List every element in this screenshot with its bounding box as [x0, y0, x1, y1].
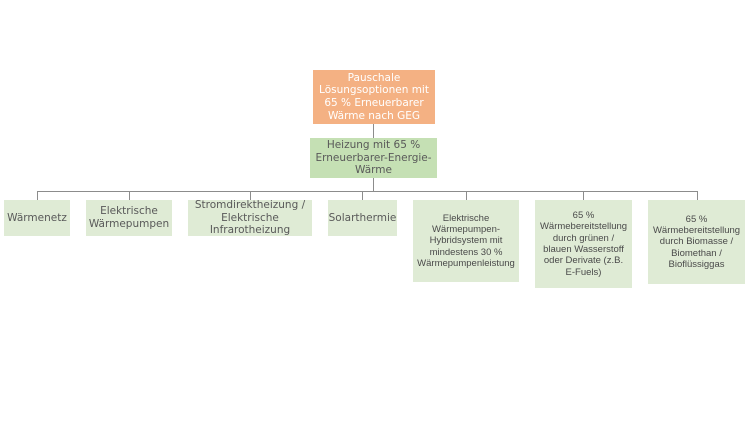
connector	[373, 178, 374, 192]
option-hybridsystem: Elektrische Wärmepumpen-Hybridsystem mit…	[413, 200, 519, 282]
option-waermenetz: Wärmenetz	[4, 200, 70, 236]
connector	[697, 191, 698, 200]
connector	[129, 191, 130, 200]
connector-bus	[37, 191, 698, 192]
connector	[583, 191, 584, 200]
option-stromdirektheizung: Stromdirektheizung / Elektrische Infraro…	[188, 199, 312, 236]
connector	[250, 191, 251, 200]
option-solarthermie: Solarthermie	[328, 200, 397, 236]
option-waermepumpen: Elektrische Wärmepumpen	[86, 200, 172, 236]
root-node: Pauschale Lösungsoptionen mit 65 % Erneu…	[313, 70, 435, 124]
option-wasserstoff: 65 % Wärmebereitstellung durch grünen / …	[535, 200, 632, 288]
connector	[37, 191, 38, 200]
connector	[373, 124, 374, 138]
connector	[466, 191, 467, 200]
level1-node: Heizung mit 65 % Erneuerbarer-Energie-Wä…	[310, 138, 437, 178]
connector	[362, 191, 363, 200]
option-biomasse: 65 % Wärmebereitstellung durch Biomasse …	[648, 200, 745, 284]
